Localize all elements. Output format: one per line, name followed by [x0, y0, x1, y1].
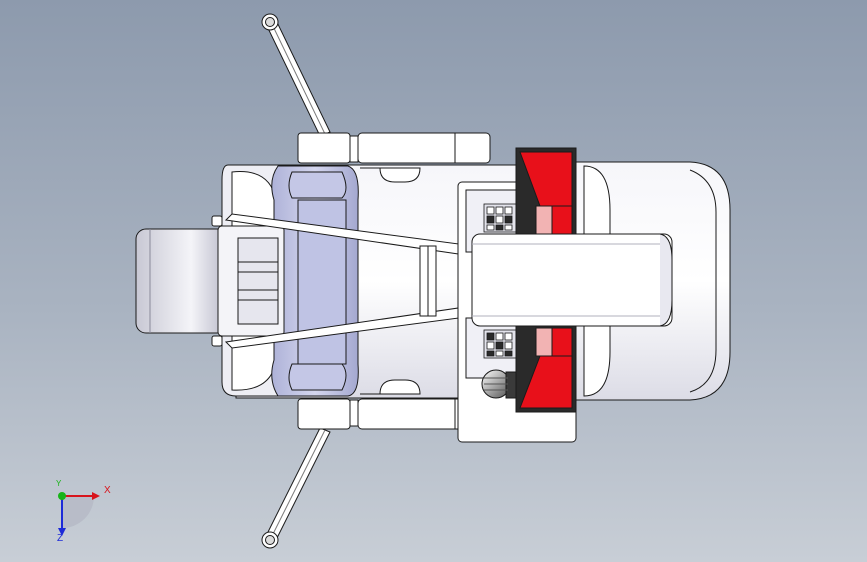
- lower-connector-panel: [483, 329, 519, 359]
- y-axis-label: Y: [56, 479, 62, 488]
- upper-connector-panel: [483, 203, 519, 233]
- triad-graphic: [58, 492, 100, 536]
- lower-outrigger-arm[interactable]: [261, 427, 331, 549]
- upper-side-rail[interactable]: [297, 132, 491, 164]
- rear-bumper-padding[interactable]: [271, 165, 359, 397]
- z-axis-label: Z: [57, 533, 64, 544]
- steering-handle-bar[interactable]: [471, 233, 673, 327]
- orientation-triad: X Y Z: [44, 476, 124, 546]
- x-axis-label: X: [104, 485, 111, 496]
- rear-hitch-frame[interactable]: [211, 215, 285, 347]
- upper-outrigger-arm[interactable]: [261, 13, 331, 137]
- motor-unit[interactable]: [481, 369, 521, 399]
- rear-drum-roller[interactable]: [135, 228, 229, 334]
- lower-side-rail[interactable]: [297, 398, 491, 430]
